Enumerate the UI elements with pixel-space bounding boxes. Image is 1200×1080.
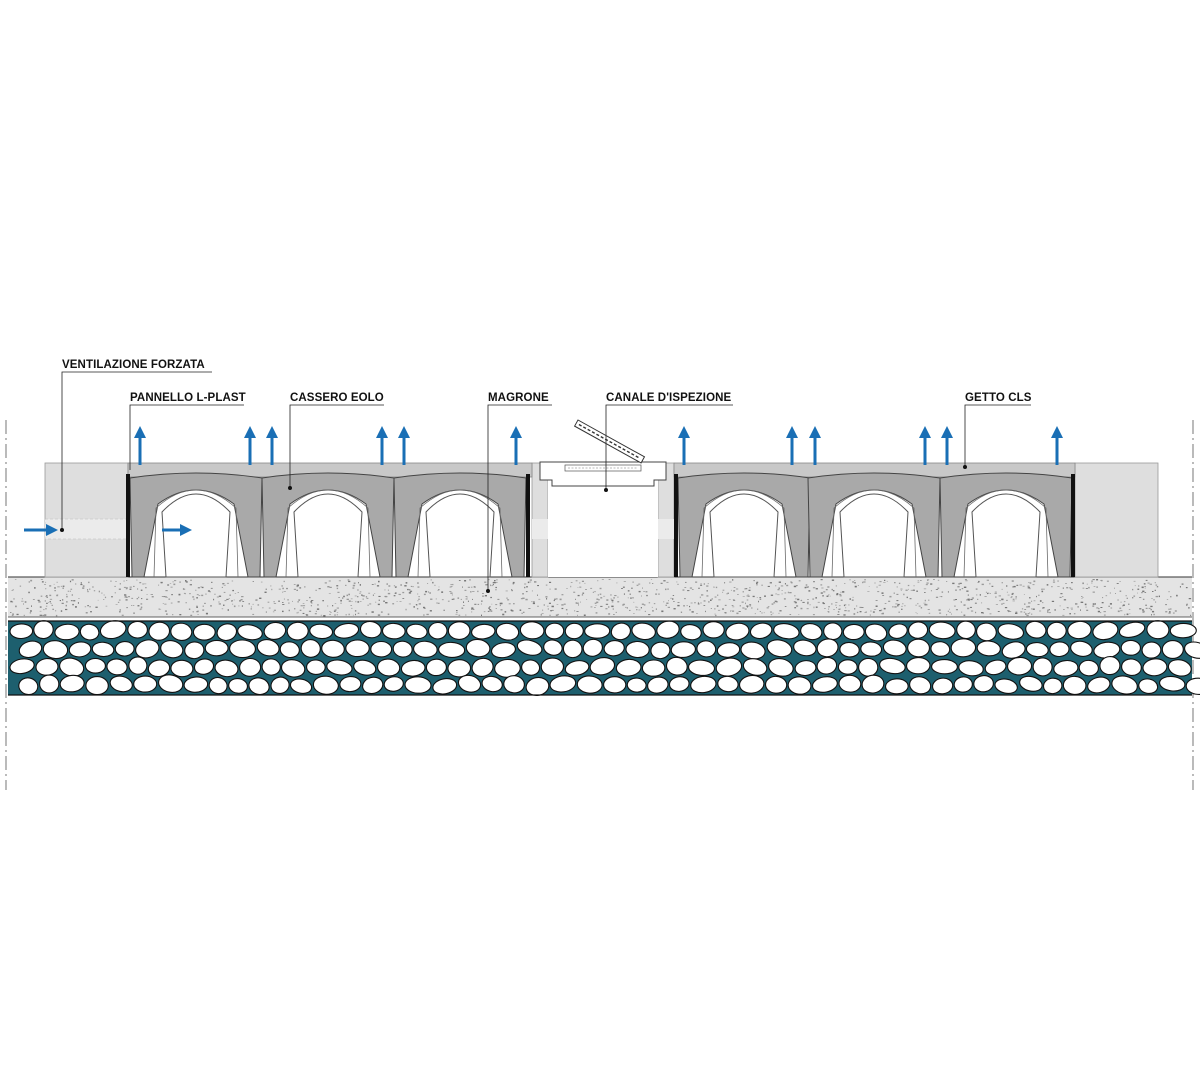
label-magrone: MAGRONE (486, 392, 552, 593)
label-cassero: CASSERO EOLO (288, 392, 384, 490)
wall-right (1074, 462, 1159, 578)
label-getto-text: GETTO CLS (965, 392, 1032, 404)
label-ventilazione-text: VENTILAZIONE FORZATA (62, 359, 205, 371)
label-pannello: PANNELLO L-PLAST (129, 392, 246, 470)
label-pannello-text: PANNELLO L-PLAST (130, 392, 246, 404)
magrone-layer (8, 576, 1192, 618)
cassero-row (129, 472, 1073, 578)
label-magrone-text: MAGRONE (488, 392, 549, 404)
cassero-unit-5 (807, 472, 941, 578)
label-getto: GETTO CLS (963, 392, 1032, 469)
panel-l-plast-right (1071, 474, 1075, 577)
wall-left (44, 462, 129, 578)
inspection-lid (573, 419, 646, 464)
cassero-unit-6 (939, 472, 1073, 578)
panel-l-plast-mid2 (674, 474, 678, 577)
cassero-unit-3 (393, 472, 527, 578)
panel-l-plast-left (126, 474, 130, 577)
gravel-layer (8, 620, 1200, 697)
inspection-channel (539, 419, 667, 577)
cassero-unit-4 (677, 472, 811, 578)
cassero-unit-2 (261, 472, 395, 578)
cassero-unit-1 (129, 472, 263, 578)
label-canale: CANALE D'ISPEZIONE (604, 392, 733, 492)
panel-l-plast-mid (526, 474, 530, 577)
label-cassero-text: CASSERO EOLO (290, 392, 384, 404)
airflow-arrows (24, 426, 1063, 536)
label-canale-text: CANALE D'ISPEZIONE (606, 392, 732, 404)
label-ventilazione: VENTILAZIONE FORZATA (60, 359, 212, 532)
